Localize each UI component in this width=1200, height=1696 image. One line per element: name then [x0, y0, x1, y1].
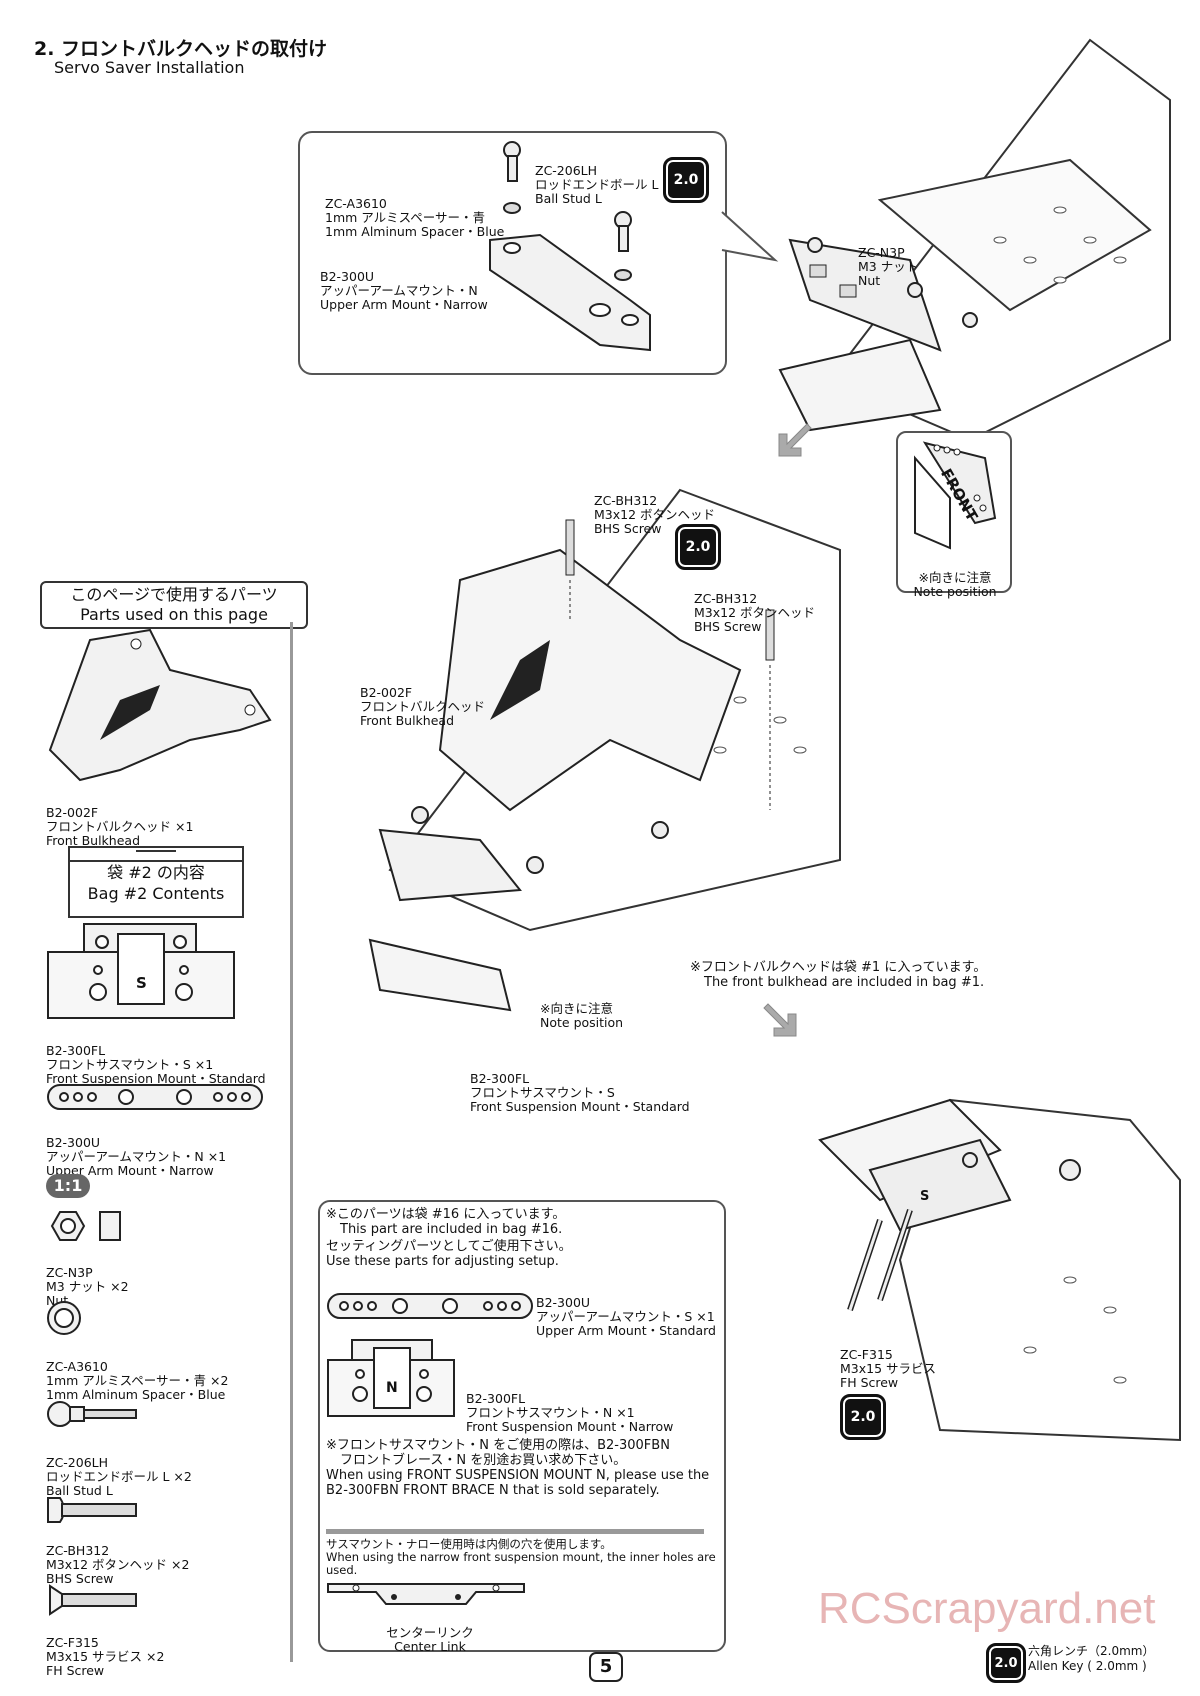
allen-key-label: 六角レンチ（2.0mm）Allen Key ( 2.0mm ) [1028, 1644, 1155, 1673]
upper-arm-mount-s-illustration [327, 1293, 533, 1319]
optional-warning: ※フロントサスマウント・N をご使用の際は、B2-300FBN フロントブレース… [326, 1438, 710, 1498]
scale-badge: 1:1 [46, 1174, 90, 1198]
ball-stud-icon [47, 1401, 137, 1427]
narrow-mount-note: サスマウント・ナロー使用時は内側の穴を使用します。 When using the… [326, 1537, 716, 1577]
step3-assembly-illustration: S [818, 1098, 1181, 1442]
fh-screw-icon [49, 1584, 137, 1616]
front-orientation-illustration: FRONT [914, 441, 997, 550]
s-mark: S [136, 974, 147, 992]
optional-notes-top: ※このパーツは袋 #16 に入っています。 This part are incl… [326, 1207, 572, 1269]
optional-parts-box [318, 1200, 726, 1652]
suspension-mount-n-illustration: N [327, 1339, 455, 1417]
bag-label-en: Bag #2 Contents [87, 884, 225, 903]
page-subtitle: Servo Saver Installation [54, 58, 245, 77]
bag-contents-box: 袋 #2 の内容 Bag #2 Contents [68, 846, 244, 918]
page-number: 5 [589, 1652, 623, 1682]
optional-divider [326, 1529, 704, 1534]
s-mark: S [920, 1189, 929, 1204]
step-arrow-icon [778, 423, 812, 457]
bulkhead-part-illustration [48, 628, 272, 782]
center-link-illustration [327, 1583, 525, 1605]
chassis-top-illustration [778, 38, 1171, 442]
watermark: RCScrapyard.net [818, 1584, 1156, 1633]
panel-divider [290, 622, 293, 1662]
page-title: 2. フロントバルクヘッドの取付け [34, 38, 328, 60]
callout-pointer [721, 211, 779, 262]
note-bag-1: ※フロントバルクヘッドは袋 #1 に入っています。 The front bulk… [690, 960, 987, 990]
upper-arm-mount-illustration [489, 141, 651, 352]
bulkhead-assembly-illustration [368, 488, 841, 1012]
bhs-screw-icon [47, 1497, 137, 1523]
upper-arm-mount-n-illustration [47, 1084, 263, 1110]
allen-key-2-icon: 2.0 [840, 1394, 886, 1440]
allen-key-2-icon: 2.0 [986, 1643, 1026, 1683]
suspension-mount-s-illustration: S [47, 923, 235, 1019]
allen-key-2-icon: 2.0 [663, 157, 709, 203]
n-mark: N [386, 1380, 398, 1396]
allen-key-2-icon: 2.0 [675, 524, 721, 570]
nut-icon [50, 1211, 121, 1241]
bag-label-jp: 袋 #2 の内容 [107, 863, 205, 882]
spacer-icon [47, 1301, 81, 1335]
step-arrow-icon [763, 1003, 797, 1037]
